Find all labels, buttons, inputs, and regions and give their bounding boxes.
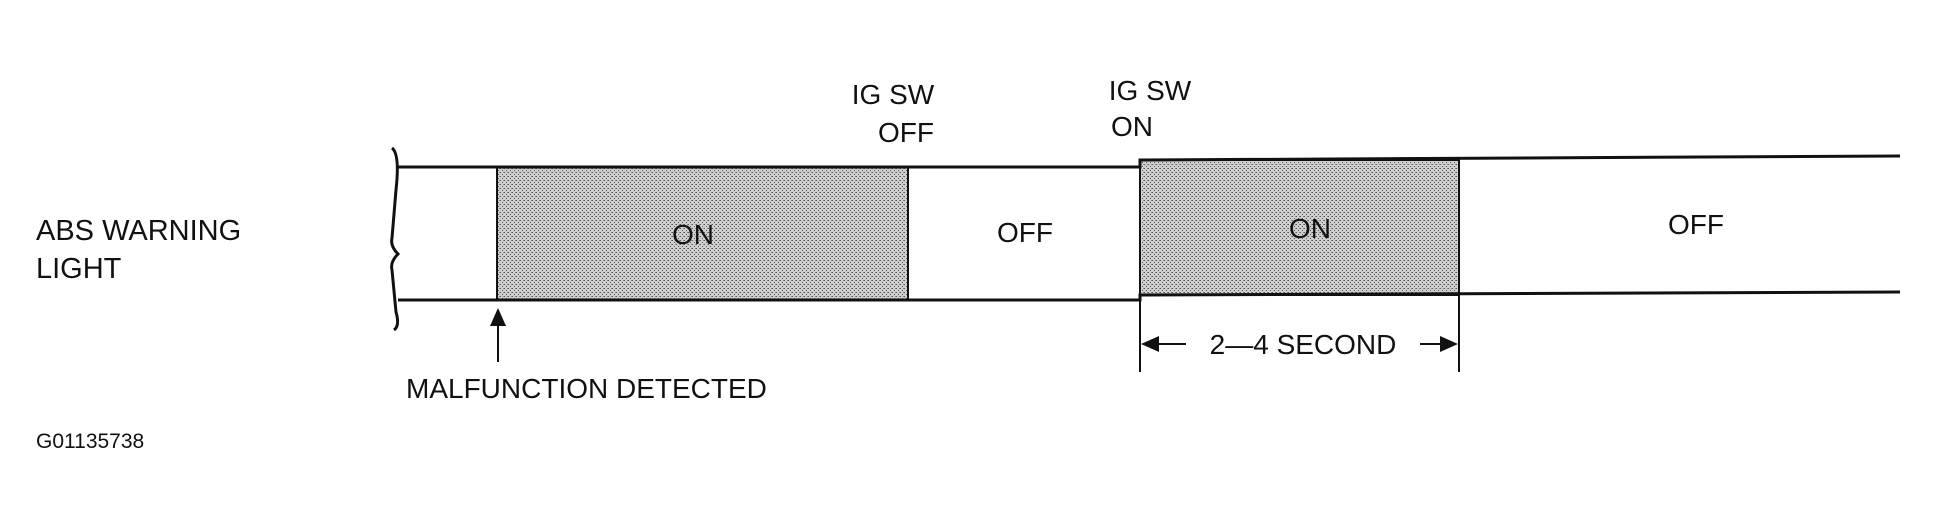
timeline-top-line xyxy=(398,154,1901,169)
ig-sw-off-label-line1: IG SW xyxy=(852,79,935,110)
segment-1-state: ON xyxy=(672,219,714,250)
segment-on-1 xyxy=(496,166,909,301)
figure-id: G01135738 xyxy=(36,430,144,453)
timeline-brace xyxy=(390,146,401,332)
signal-label-line2: LIGHT xyxy=(36,253,122,285)
ig-sw-on-label-line2: ON xyxy=(1111,111,1153,142)
ig-sw-off-label-line2: OFF xyxy=(878,117,934,148)
duration-label: 2—4 SECOND xyxy=(1210,329,1397,360)
malfunction-label: MALFUNCTION DETECTED xyxy=(406,373,767,404)
segment-2-state: OFF xyxy=(997,217,1053,248)
segment-on-2 xyxy=(1139,159,1460,296)
segment-4-state: OFF xyxy=(1668,209,1724,240)
ig-sw-on-label-line1: IG SW xyxy=(1109,75,1192,106)
signal-label-line1: ABS WARNING xyxy=(36,215,241,247)
segment-3-state: ON xyxy=(1289,213,1331,244)
